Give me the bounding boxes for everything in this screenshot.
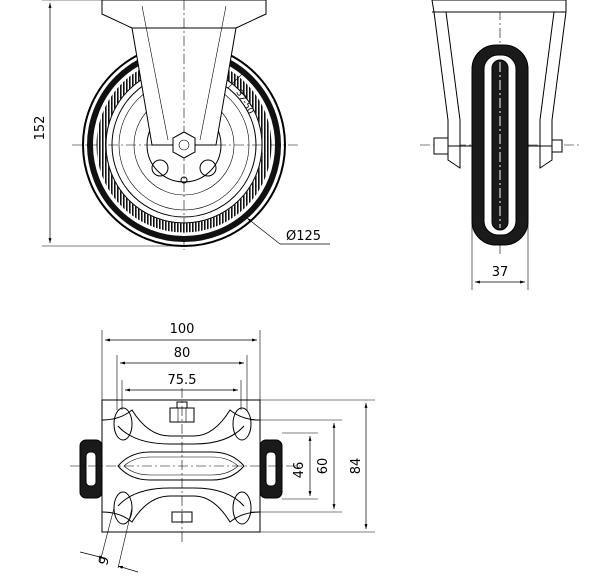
- dim-leader-diameter: [246, 217, 281, 245]
- fork-fold-left: [141, 5, 169, 141]
- dim-slot-width: 9: [96, 555, 113, 568]
- axle-bolt-left: [433, 137, 449, 155]
- side-view: 37-50 152 Ø125: [33, 0, 330, 250]
- dim-hole-spacing-y: 60: [316, 458, 331, 475]
- dim-hole-spacing-x: 80: [174, 346, 191, 361]
- dim-line-slot-right: [117, 565, 139, 573]
- axle-bolt-right: [551, 139, 563, 153]
- front-view: 37: [420, 0, 580, 290]
- plate-inner-bottom: [117, 487, 245, 507]
- plate-inner-top: [117, 425, 245, 445]
- wheel-left-rim: [85, 451, 97, 487]
- dim-inner-spacing-x: 75.5: [168, 373, 197, 388]
- slot-top-right: [232, 407, 252, 441]
- axle-nut: [172, 131, 196, 159]
- fork-fold-right: [199, 5, 227, 141]
- dim-wheel-width: 37: [492, 265, 509, 280]
- plate-bend-top: [101, 409, 261, 437]
- ext-line-slot-left: [99, 507, 115, 563]
- dim-hole-spacing-y-inner: 46: [292, 462, 307, 479]
- ext-line-slot-right: [117, 507, 133, 569]
- axle: [178, 139, 190, 151]
- slot-bottom-right: [232, 491, 252, 525]
- center-cutout: [117, 451, 245, 481]
- slot-top-left: [113, 407, 133, 441]
- hub-hole-left: [151, 159, 169, 177]
- dim-overall-height: 152: [33, 116, 48, 141]
- wheel-right-rim: [265, 451, 277, 487]
- dim-plate-length: 84: [349, 458, 364, 475]
- top-view: 100 80 75.5 84 60 46 9: [70, 322, 375, 573]
- dim-wheel-diameter: Ø125: [286, 229, 321, 244]
- tire-marking-leader: [227, 73, 243, 89]
- dim-line-slot-left: [79, 551, 105, 559]
- hub-hole-right: [199, 159, 217, 177]
- dim-plate-width: 100: [170, 322, 195, 337]
- hub-hole-small: [180, 176, 188, 184]
- hub-front: [491, 59, 509, 231]
